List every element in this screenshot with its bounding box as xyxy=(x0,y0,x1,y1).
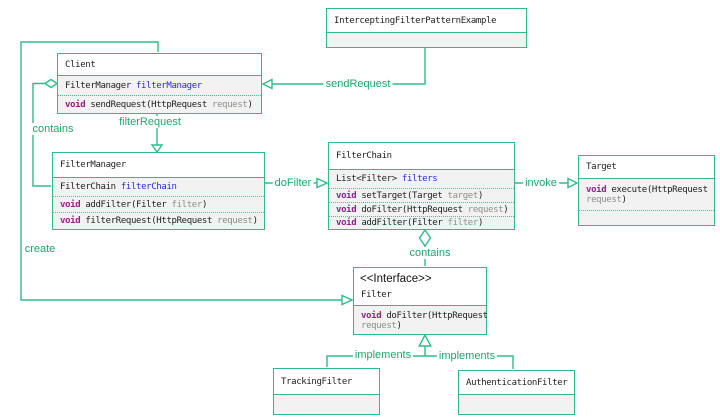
signature-token: addFilter(Filter xyxy=(356,218,448,228)
method-row: void doFilter(HttpRequest xyxy=(354,306,488,321)
class-box-authenticationfilter: AuthenticationFilter xyxy=(458,370,575,415)
method-row: void addFilter(Filter filter) xyxy=(53,196,264,212)
method-row-wrap: request) xyxy=(354,321,486,334)
edge-label-contains-client: contains xyxy=(30,123,76,135)
method-row-wrap: request) xyxy=(579,195,714,210)
class-box-example: InterceptingFilterPatternExample xyxy=(326,8,527,48)
param-token: target xyxy=(447,190,479,201)
class-title: InterceptingFilterPatternExample xyxy=(327,9,526,33)
class-title: Filter xyxy=(361,290,392,300)
edge-label-invoke: invoke xyxy=(523,177,559,189)
edge-label-filter-request: filterRequest xyxy=(117,116,183,128)
attribute-row: FilterChain filterChain xyxy=(53,178,264,196)
close-paren-token: ) xyxy=(396,321,402,331)
class-box-client: Client FilterManager filterManager void … xyxy=(57,53,262,114)
class-title: AuthenticationFilter xyxy=(459,371,574,395)
keyword-token: void xyxy=(336,218,357,228)
aggregation-diamond-icon xyxy=(43,78,59,89)
attr-type: List<Filter> xyxy=(336,174,402,184)
empty-section xyxy=(459,395,574,414)
close-paren-token: ) xyxy=(503,204,509,215)
signature-token: sendRequest(HttpRequest xyxy=(85,99,212,110)
keyword-token: void xyxy=(586,185,607,195)
signature-token: addFilter(Filter xyxy=(80,199,172,210)
close-paren-token: ) xyxy=(201,199,208,210)
param-token: request xyxy=(217,216,253,226)
signature-token: execute(HttpRequest xyxy=(606,185,708,195)
close-paren-token: ) xyxy=(477,218,484,228)
open-arrowhead-down-icon xyxy=(150,144,164,154)
class-title: FilterChain xyxy=(329,143,514,170)
attr-type: FilterChain xyxy=(60,182,121,192)
class-title: Client xyxy=(58,54,261,76)
class-box-target: Target void execute(HttpRequest request) xyxy=(578,155,715,226)
signature-token: doFilter(HttpRequest xyxy=(381,311,488,321)
attr-name: filters xyxy=(401,174,438,184)
class-box-filter: <<Interface>> Filter void doFilter(HttpR… xyxy=(353,267,488,335)
empty-section xyxy=(274,395,379,414)
param-token: request xyxy=(467,204,504,215)
aggregation-diamond-icon xyxy=(418,228,432,248)
edge-label-create: create xyxy=(22,243,58,255)
method-row: void addFilter(Filter filter) xyxy=(329,216,514,229)
param-token: filter xyxy=(171,199,203,210)
method-row: void sendRequest(HttpRequest request) xyxy=(58,95,261,113)
attr-name: filterManager xyxy=(135,80,202,91)
param-token: filter xyxy=(447,218,479,228)
method-row: void doFilter(HttpRequest request) xyxy=(329,202,514,216)
close-paren-token: ) xyxy=(252,216,258,226)
interface-stereotype: <<Interface>> xyxy=(360,273,432,285)
open-arrowhead-right-icon xyxy=(341,294,354,306)
attr-name: filterChain xyxy=(120,182,177,192)
class-title: TrackingFilter xyxy=(274,369,379,395)
edge-label-implements-left: implements xyxy=(352,349,414,361)
edge-label-contains-chain: contains xyxy=(407,247,453,259)
class-header: <<Interface>> Filter xyxy=(354,268,486,306)
param-token: request xyxy=(361,321,397,331)
class-title: Target xyxy=(579,156,714,179)
param-token: request xyxy=(586,195,622,205)
method-row: void filterRequest(HttpRequest request) xyxy=(53,212,264,229)
keyword-token: void xyxy=(60,216,81,226)
generalization-triangle-icon xyxy=(418,333,432,347)
keyword-token: void xyxy=(336,204,357,215)
open-arrowhead-left-icon xyxy=(261,78,273,90)
edge-label-do-filter: doFilter xyxy=(272,177,314,189)
class-box-filtermanager: FilterManager FilterChain filterChain vo… xyxy=(52,152,265,230)
method-row: void execute(HttpRequest xyxy=(579,179,714,195)
close-paren-token: ) xyxy=(477,190,484,201)
class-box-trackingfilter: TrackingFilter xyxy=(273,368,380,415)
class-title: FilterManager xyxy=(53,153,264,178)
close-paren-token: ) xyxy=(621,195,627,205)
keyword-token: void xyxy=(65,99,86,110)
edge-label-send-request: sendRequest xyxy=(323,78,393,90)
signature-token: setTarget(Target xyxy=(356,190,448,201)
param-token: request xyxy=(212,99,248,110)
keyword-token: void xyxy=(336,190,357,201)
attribute-row: List<Filter> filters xyxy=(329,170,514,188)
signature-token: filterRequest(HttpRequest xyxy=(80,216,218,226)
close-paren-token: ) xyxy=(247,99,253,110)
method-row: void setTarget(Target target) xyxy=(329,188,514,202)
attribute-row: FilterManager filterManager xyxy=(58,76,261,95)
signature-token: doFilter(HttpRequest xyxy=(356,204,468,215)
open-arrowhead-right-icon xyxy=(567,177,579,189)
class-box-filterchain: FilterChain List<Filter> filters void se… xyxy=(328,142,515,230)
empty-section xyxy=(327,33,526,47)
edge-label-implements-right: implements xyxy=(436,350,498,362)
keyword-token: void xyxy=(60,199,81,210)
open-arrowhead-right-icon xyxy=(316,177,329,189)
keyword-token: void xyxy=(361,311,382,321)
empty-section xyxy=(579,210,714,225)
attr-type: FilterManager xyxy=(65,80,136,91)
